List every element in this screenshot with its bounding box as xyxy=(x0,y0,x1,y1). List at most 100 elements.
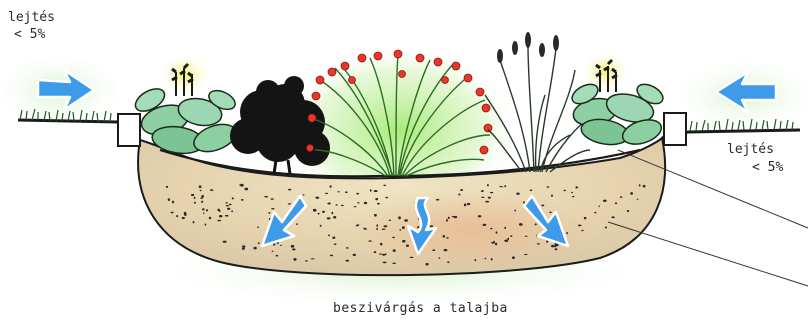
soil-grain xyxy=(379,253,382,254)
soil-grain xyxy=(537,243,540,244)
soil-grain xyxy=(490,228,492,230)
soil-grain xyxy=(563,190,566,191)
soil-grain xyxy=(293,258,296,261)
soil-grain xyxy=(467,203,470,205)
soil-grain xyxy=(363,228,365,229)
soil-grain xyxy=(210,189,214,191)
soil-grain xyxy=(399,229,401,231)
soil-grain xyxy=(389,220,392,221)
soil-grain xyxy=(627,210,630,212)
soil-grain xyxy=(268,212,270,214)
soil-grain xyxy=(225,215,229,217)
soil-grain xyxy=(393,249,396,252)
infiltration-caption: beszivárgás a talajba xyxy=(333,301,508,317)
soil-grain xyxy=(334,243,337,245)
soil-grain xyxy=(487,184,489,186)
soil-grain xyxy=(603,200,607,202)
soil-grain xyxy=(322,211,325,213)
soil-grain xyxy=(346,247,349,249)
soil-grain xyxy=(478,215,481,217)
soil-grain xyxy=(194,202,196,204)
soil-grain xyxy=(578,225,582,227)
soil-grain xyxy=(231,210,233,212)
soil-grain xyxy=(332,237,335,239)
soil-grain xyxy=(436,199,440,201)
soil-grain xyxy=(229,204,232,206)
soil-grain xyxy=(566,232,568,234)
soil-grain xyxy=(330,255,333,257)
soil-grain xyxy=(194,197,196,199)
soil-grain xyxy=(630,192,633,195)
soil-grain xyxy=(392,237,395,238)
soil-grain xyxy=(176,215,178,217)
soil-grain xyxy=(330,185,332,188)
soil-grain xyxy=(491,258,493,260)
soil-grain xyxy=(219,215,223,217)
soil-grain xyxy=(328,234,330,236)
soil-grain xyxy=(402,240,405,243)
soil-grain xyxy=(374,251,377,253)
soil-grain xyxy=(639,184,641,186)
soil-grain xyxy=(288,203,291,204)
soil-grain xyxy=(594,212,596,214)
soil-grain xyxy=(368,240,371,241)
edge-block-right xyxy=(664,113,686,145)
slope-label-left-line2: < 5% xyxy=(14,27,45,43)
soil-grain xyxy=(404,219,408,221)
soil-grain xyxy=(452,216,456,217)
soil-grain xyxy=(482,190,484,192)
soil-grain xyxy=(474,259,476,261)
soil-grain xyxy=(376,228,378,230)
soil-grain xyxy=(356,193,359,195)
soil-grain xyxy=(166,186,168,188)
soil-grain xyxy=(172,201,174,204)
soil-grain xyxy=(581,230,583,231)
soil-grain xyxy=(485,258,487,260)
soil-grain xyxy=(244,188,248,191)
soil-grain xyxy=(305,260,308,261)
soil-grain xyxy=(490,192,493,193)
soil-grain xyxy=(168,198,170,201)
soil-grain xyxy=(382,254,385,256)
soil-grain xyxy=(524,254,527,255)
soil-grain xyxy=(376,224,378,227)
soil-grain xyxy=(383,185,386,186)
soil-grain xyxy=(615,202,617,204)
soil-grain xyxy=(346,260,350,262)
soil-grain xyxy=(242,245,245,247)
soil-grain xyxy=(443,235,446,238)
soil-grain xyxy=(272,251,274,252)
soil-grain xyxy=(512,256,515,259)
soil-grain xyxy=(549,212,552,214)
soil-grain xyxy=(611,216,615,218)
soil-grain xyxy=(318,213,320,215)
soil-grain xyxy=(184,212,186,215)
soil-grain xyxy=(320,225,322,227)
soil-grain xyxy=(171,212,174,214)
soil-grain xyxy=(546,241,548,243)
soil-grain xyxy=(193,221,195,223)
soil-grain xyxy=(327,203,330,205)
soil-grain xyxy=(432,249,435,251)
soil-grain xyxy=(199,185,202,188)
slope-label-left-line1: lejtés xyxy=(8,10,55,26)
soil-grain xyxy=(345,191,348,193)
soil-grain xyxy=(341,205,344,206)
soil-grain xyxy=(410,257,414,258)
soil-grain xyxy=(514,210,516,212)
soil-grain xyxy=(447,261,449,263)
soil-grain xyxy=(382,229,386,230)
soil-grain xyxy=(547,186,550,188)
soil-grain xyxy=(333,216,336,219)
soil-grain xyxy=(535,223,537,225)
soil-grain xyxy=(182,217,185,219)
soil-grain xyxy=(356,224,359,225)
soil-grain xyxy=(240,184,244,187)
soil-grain xyxy=(541,205,544,207)
soil-grain xyxy=(504,240,508,242)
soil-grain xyxy=(385,197,388,199)
soil-grain xyxy=(525,236,528,237)
soil-grain xyxy=(499,186,503,187)
soil-grain xyxy=(191,194,194,196)
